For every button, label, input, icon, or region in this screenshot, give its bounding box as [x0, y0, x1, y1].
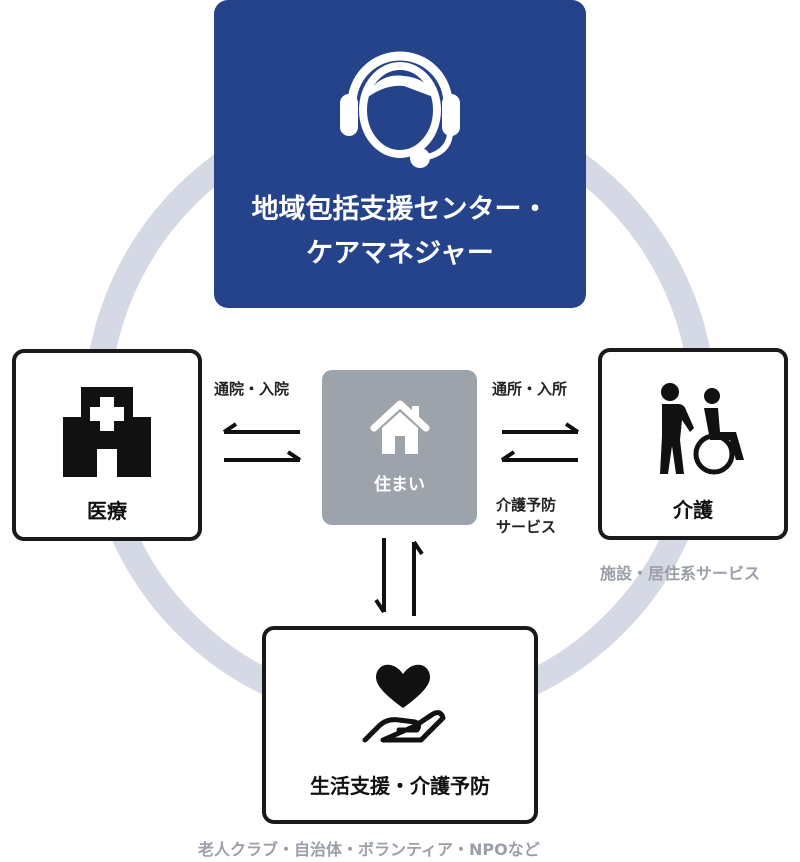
- heart-hand-icon: [362, 664, 446, 743]
- left-arrows: [222, 422, 302, 462]
- right-connector-label-bottom-line2: サービス: [496, 518, 557, 536]
- vertical-arrows: [374, 538, 424, 616]
- medical-box: 医療: [12, 349, 202, 541]
- headset-icon: [340, 51, 460, 168]
- life-support-box: 生活支援・介護予防: [262, 626, 538, 824]
- arrow-left-icon: [222, 422, 300, 434]
- hospital-icon: [63, 387, 151, 477]
- arrow-left-icon: [500, 450, 578, 462]
- care-center-title: 地域包括支援センター・ ケアマネジャー: [214, 188, 586, 276]
- care-center-box: 地域包括支援センター・ ケアマネジャー: [214, 0, 586, 308]
- medical-label: 医療: [87, 499, 127, 523]
- arrow-right-icon: [502, 422, 580, 434]
- arrow-up-icon: [412, 540, 424, 616]
- right-arrows: [500, 422, 580, 462]
- house-icon: [370, 400, 430, 454]
- nursing-care-box: 介護: [598, 348, 788, 540]
- care-center-title-line1: 地域包括支援センター・: [251, 194, 549, 225]
- right-connector-label-bottom-line1: 介護予防: [496, 496, 557, 514]
- wheelchair-care-icon: [660, 383, 744, 475]
- care-center-title-line2: ケアマネジャー: [306, 238, 494, 269]
- facility-services-caption: 施設・居住系サービス: [600, 564, 761, 583]
- left-connector-label: 通院・入院: [214, 380, 290, 398]
- right-connector-label-top: 通所・入所: [492, 380, 568, 398]
- nursing-care-label: 介護: [673, 498, 713, 522]
- community-caption: 老人クラブ・自治体・ボランティア・NPOなど: [198, 840, 540, 859]
- housing-label: 住まい: [374, 475, 425, 495]
- arrow-down-icon: [374, 538, 386, 614]
- right-connector-label-bottom: 介護予防 サービス: [496, 494, 556, 538]
- arrow-right-icon: [224, 450, 302, 462]
- housing-box: 住まい: [322, 370, 477, 525]
- life-support-label: 生活支援・介護予防: [310, 774, 490, 798]
